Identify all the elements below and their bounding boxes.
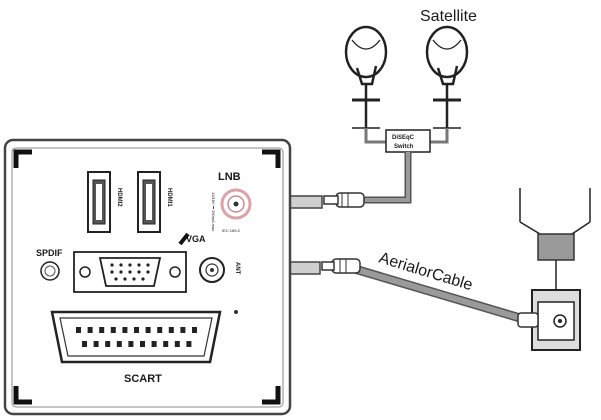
plug-icon-wall: [517, 312, 539, 328]
scart-pin: [87, 327, 93, 333]
scart-pin: [82, 341, 87, 347]
diseqc-switch: DiSEqC Switch: [364, 128, 449, 153]
scart-pin: [116, 341, 122, 347]
satellite-dish-icon-right: [425, 25, 469, 129]
scart-pin: [186, 341, 192, 347]
scart-pin: [128, 341, 134, 347]
scart-pins: [76, 327, 197, 347]
lnb-cable: [362, 152, 412, 204]
lnb-port: [220, 188, 252, 220]
scart-pin: [93, 341, 99, 347]
satellite-label: Satellite: [420, 8, 477, 25]
scart-label: SCART: [124, 373, 162, 385]
scart-port: [50, 310, 222, 364]
aerial-cable: [346, 262, 522, 323]
scart-pin: [76, 327, 81, 333]
scart-pin: [174, 341, 180, 347]
plug-icon-ant: [321, 258, 361, 274]
spdif-label: SPDIF: [36, 248, 63, 258]
scart-pin: [122, 327, 128, 333]
hdmi1-label: HDMI1: [166, 188, 172, 207]
scart-pin: [180, 327, 186, 333]
satellite-dish-icon-left: [344, 25, 388, 129]
scart-pin: [105, 341, 111, 347]
plug-icon-lnb: [323, 192, 365, 208]
lnb-label: LNB: [218, 171, 241, 183]
diseqc-label-1: DiSEqC: [392, 135, 415, 141]
scart-pin: [157, 327, 163, 333]
scart-pin: [145, 327, 151, 333]
panel-screw-dot: [234, 310, 238, 314]
ant-label: ANT: [234, 262, 240, 275]
scart-pin: [99, 327, 105, 333]
hdmi1-port: [137, 171, 161, 233]
scart-pin: [140, 341, 145, 347]
wall-socket-icon: [531, 289, 581, 351]
vga-port: [73, 251, 187, 293]
scart-pin: [163, 341, 169, 347]
scart-pin: [151, 341, 157, 347]
scart-pin: [110, 327, 116, 333]
lnb-iec-label: IEC 169-2: [222, 228, 241, 233]
vga-label: VGA: [186, 234, 206, 244]
ant-port: [199, 257, 225, 283]
hdmi2-label: HDMI2: [116, 188, 122, 207]
scart-pin: [192, 327, 197, 333]
scart-pin: [134, 327, 139, 333]
spdif-port: [40, 261, 60, 281]
diseqc-label-2: Switch: [394, 144, 414, 150]
lnb-spec-label: 13/18V ⎓ 350mA max: [211, 192, 216, 231]
antenna-icon: [519, 188, 591, 290]
hdmi2-port: [87, 171, 111, 233]
scart-pin: [168, 327, 174, 333]
